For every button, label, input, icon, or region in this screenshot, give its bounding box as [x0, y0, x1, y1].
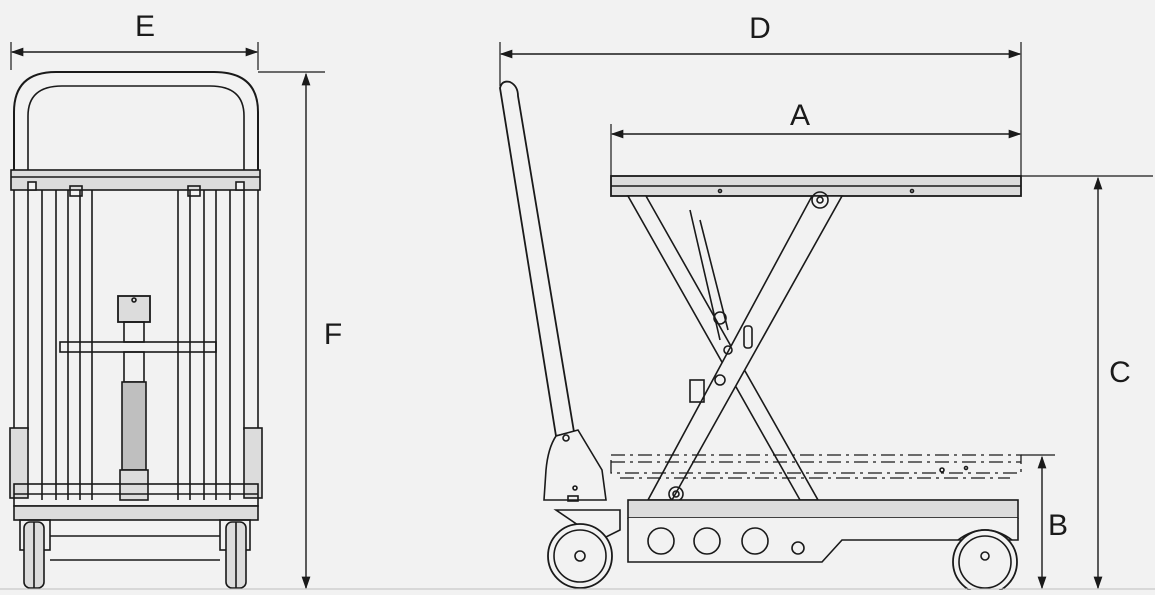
- dimension-label-f: F: [324, 318, 342, 351]
- side-view: [499, 80, 1022, 595]
- side-front-wheel: [547, 523, 613, 589]
- lowered-platform-outline: [610, 454, 1022, 479]
- push-handle: [499, 80, 576, 438]
- handle-loop-inner: [27, 85, 245, 172]
- dimension-f: F: [258, 71, 342, 590]
- platform-edge-front: [10, 169, 261, 191]
- dimension-label-b: B: [1048, 509, 1068, 542]
- dimension-label-a: A: [790, 99, 810, 132]
- dimension-c: C: [1021, 175, 1153, 590]
- dimension-d: D: [499, 12, 1022, 176]
- hydraulic-pump-head: [117, 295, 151, 323]
- dimension-e: E: [10, 10, 259, 70]
- dimension-label-c: C: [1109, 356, 1131, 389]
- handle-bracket: [543, 429, 607, 501]
- dimension-label-e: E: [135, 10, 155, 43]
- dimension-label-d: D: [749, 12, 771, 45]
- handle-loop: [13, 71, 259, 172]
- dimension-a: A: [610, 99, 1022, 176]
- dimension-b: B: [1021, 454, 1068, 590]
- front-view: [9, 71, 263, 589]
- base-frame: [627, 499, 1019, 519]
- hydraulic-cylinder: [121, 381, 147, 471]
